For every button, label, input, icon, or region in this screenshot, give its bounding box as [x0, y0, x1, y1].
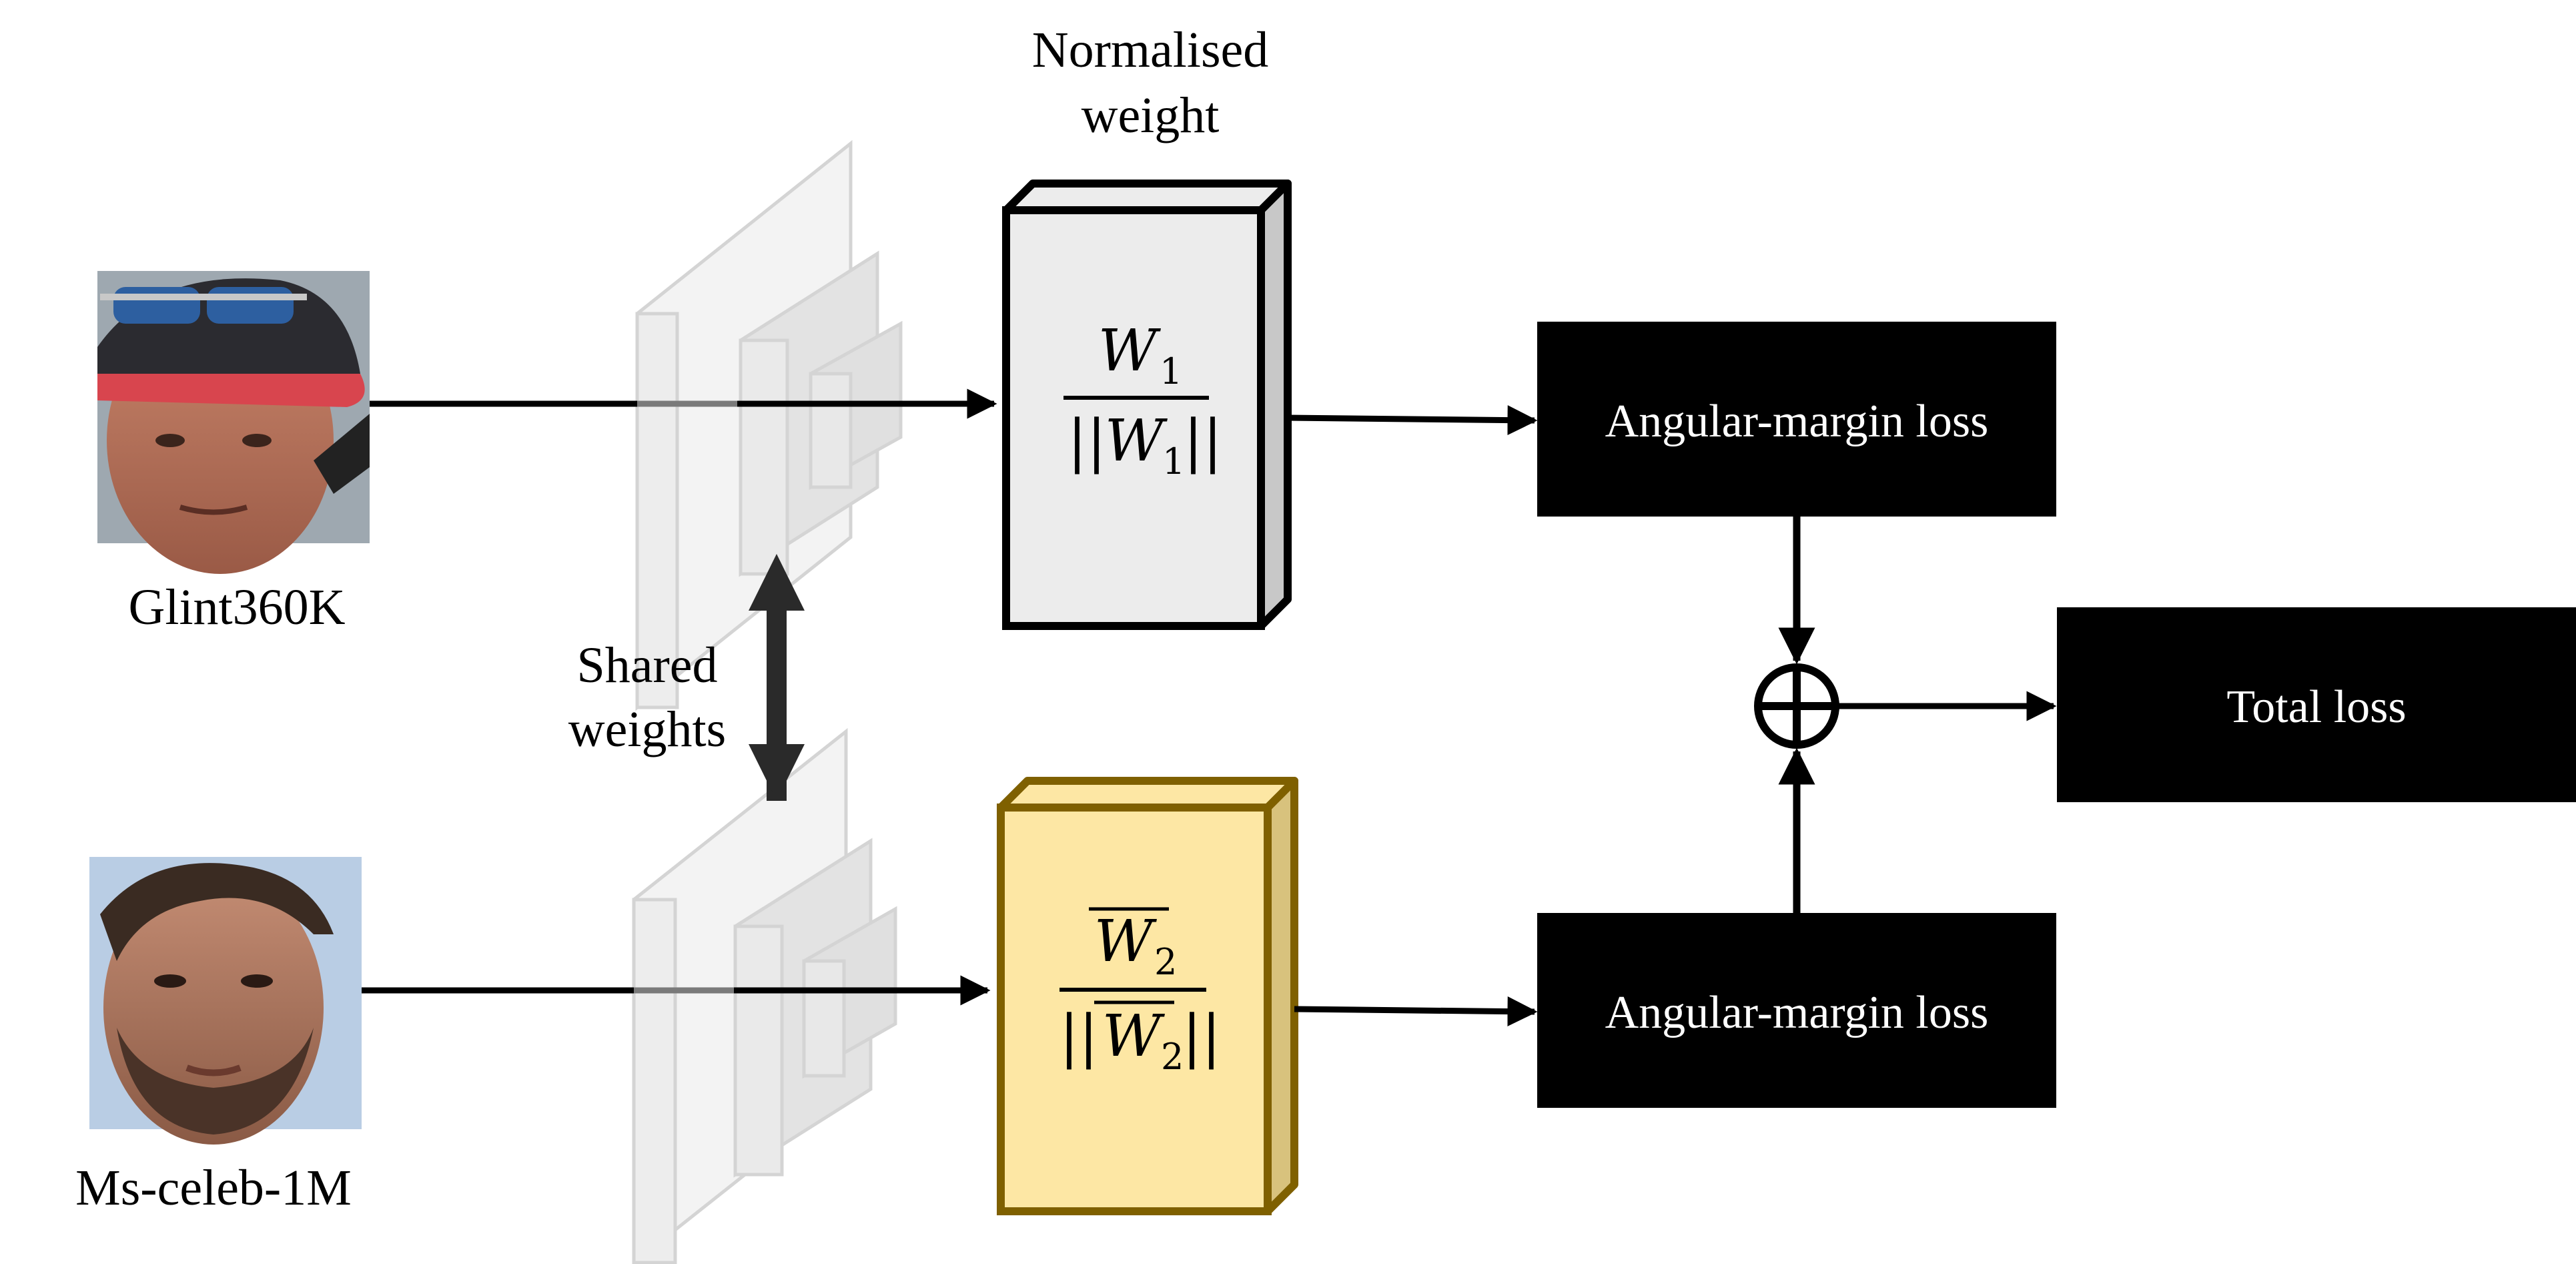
angular-margin-loss-box-top: Angular-margin loss — [1537, 322, 2056, 517]
weight-bottom-denominator-subscript: 2 — [1161, 1036, 1184, 1078]
arrow-weight-to-loss-top — [1287, 405, 1538, 436]
weight-top-norm-left: || — [1067, 408, 1106, 475]
shared-weights-label-line1: Shared — [576, 637, 717, 693]
weight-top-numerator-subscript: 1 — [1160, 350, 1182, 392]
weight-top-numerator: W — [1098, 318, 1162, 384]
shared-weights-double-arrow-icon — [749, 554, 805, 801]
normalised-weight-title-line1: Normalised — [1032, 22, 1269, 78]
weight-bottom-norm-right: || — [1182, 1003, 1221, 1070]
weight-top-norm-right: || — [1184, 408, 1222, 475]
weight-bottom-numerator-subscript: 2 — [1154, 941, 1177, 983]
angular-margin-loss-label-top: Angular-margin loss — [1605, 396, 1989, 447]
normalised-weight-title-line2: weight — [1082, 87, 1220, 143]
total-loss-label: Total loss — [2226, 681, 2406, 733]
angular-margin-loss-label-bottom: Angular-margin loss — [1605, 987, 1989, 1038]
angular-margin-loss-box-bottom: Angular-margin loss — [1537, 913, 2056, 1108]
dataset-label-glint360k: Glint360K — [128, 579, 345, 635]
dataset-label-ms-celeb-1m: Ms-celeb-1M — [75, 1160, 352, 1216]
weight-top-denominator: W — [1105, 408, 1168, 475]
shared-weights-label-line2: weights — [568, 701, 726, 757]
backbone-network-bottom — [632, 727, 897, 1264]
backbone-network-top — [635, 139, 903, 711]
face-image-glint360k — [97, 271, 370, 574]
face-image-ms-celeb-1m — [89, 857, 362, 1145]
normalised-weight-box-bottom: W 2 || W 2 || — [997, 777, 1298, 1215]
weight-top-denominator-subscript: 1 — [1162, 440, 1185, 483]
weight-bottom-numerator: W — [1094, 908, 1158, 975]
weight-bottom-norm-left: || — [1059, 1003, 1098, 1070]
arrow-weight-to-loss-bottom — [1294, 996, 1538, 1027]
normalised-weight-box-top: W 1 || W 1 || — [1002, 180, 1292, 630]
weight-bottom-denominator: W — [1102, 1003, 1166, 1070]
total-loss-box: Total loss — [2057, 607, 2576, 802]
sum-circle-plus-icon — [1754, 663, 1839, 749]
